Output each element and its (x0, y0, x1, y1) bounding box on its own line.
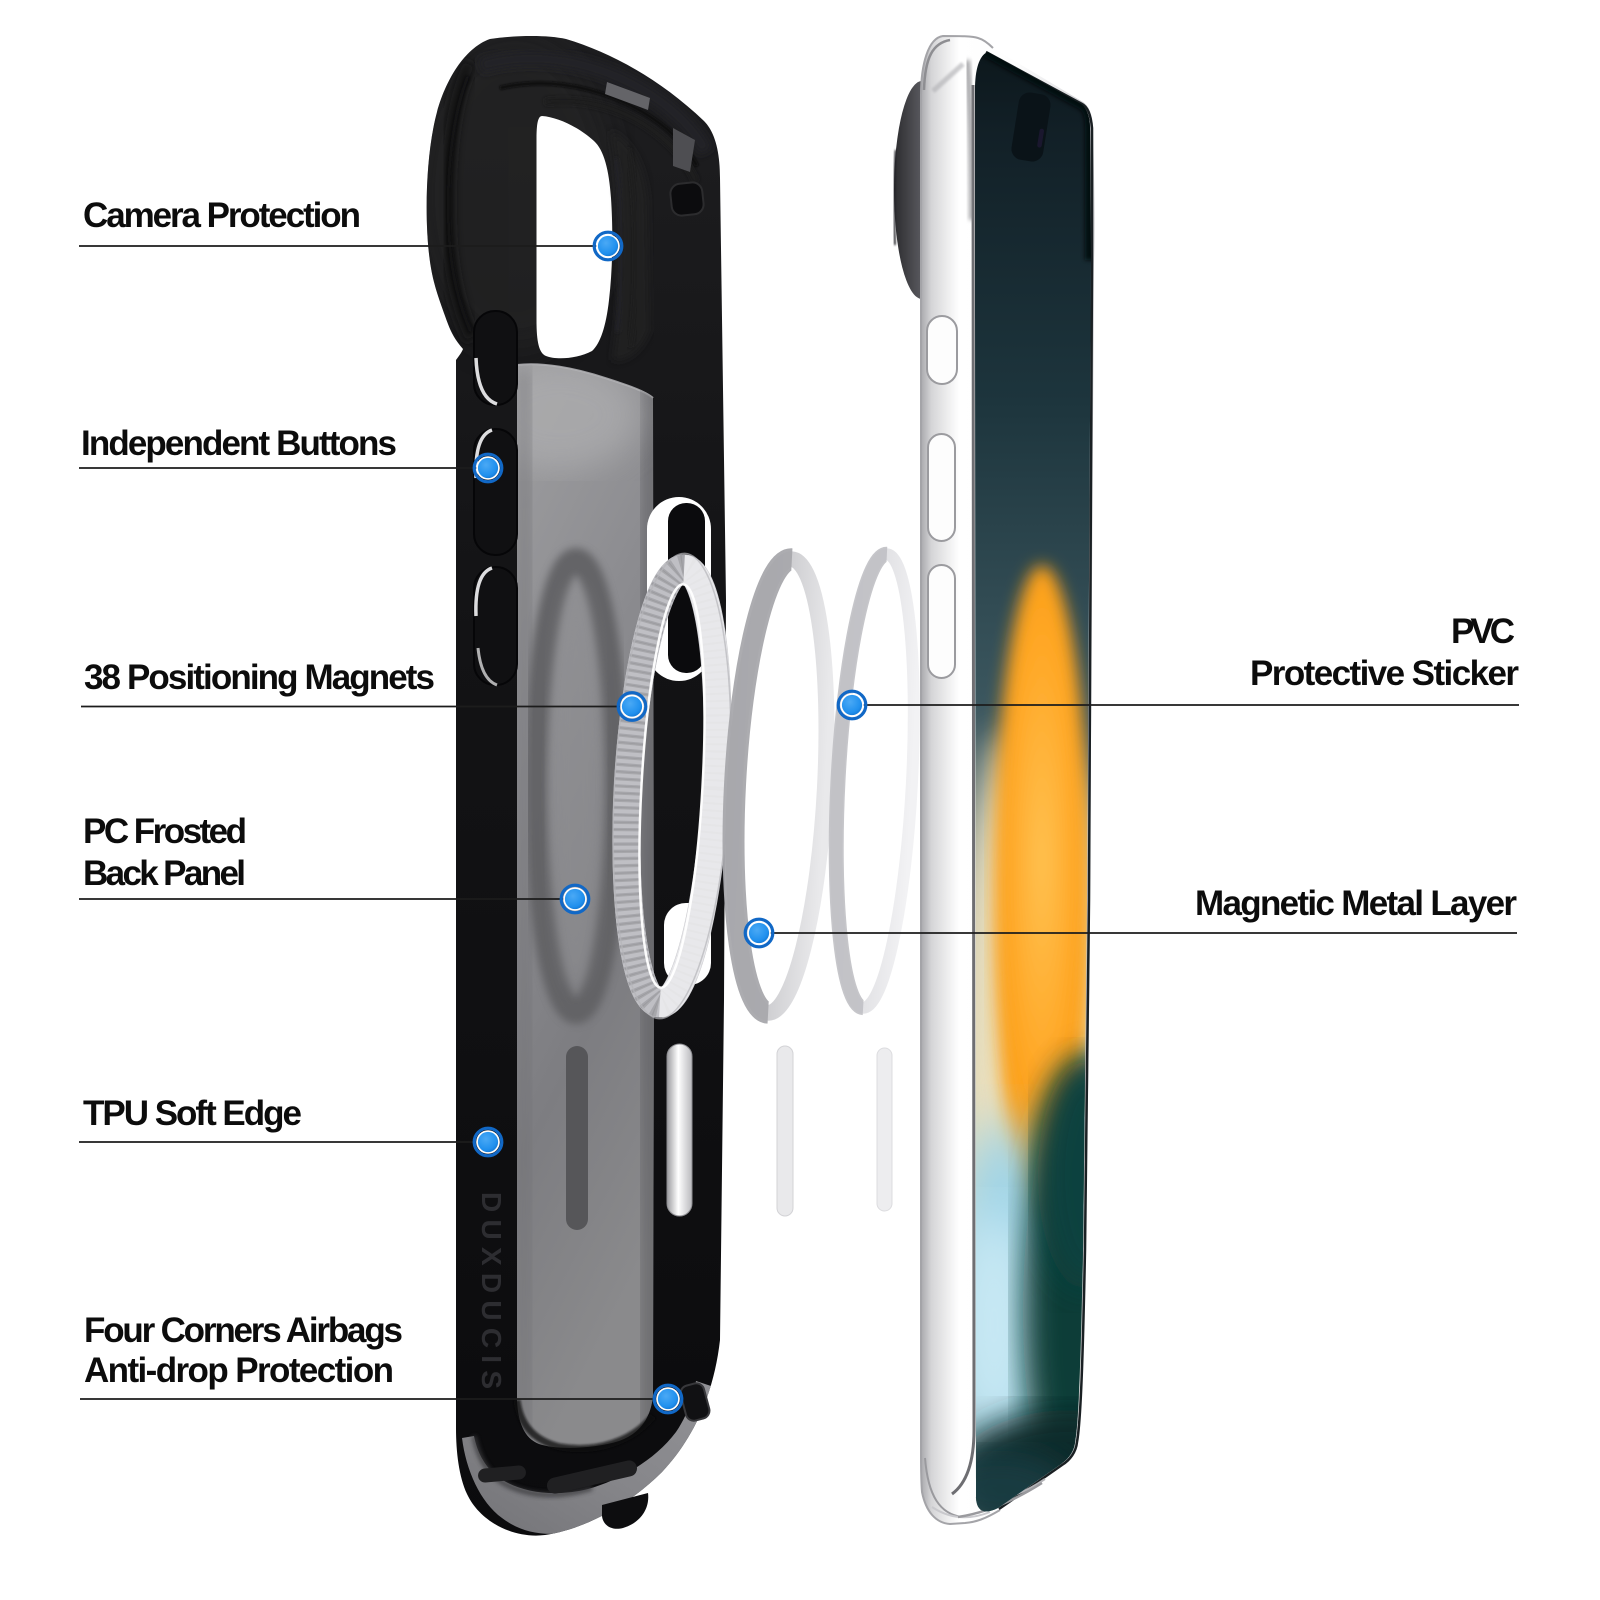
svg-text:Four Corners Airbags: Four Corners Airbags (84, 1311, 403, 1350)
svg-text:PC Frosted: PC Frosted (83, 812, 247, 851)
svg-text:Back Panel: Back Panel (83, 854, 246, 893)
svg-text:Anti-drop Protection: Anti-drop Protection (84, 1351, 394, 1390)
svg-text:38 Positioning Magnets: 38 Positioning Magnets (84, 658, 435, 697)
svg-text:Protective Sticker: Protective Sticker (1250, 654, 1519, 693)
svg-text:DUXDUCIS: DUXDUCIS (476, 1192, 507, 1392)
svg-text:TPU Soft Edge: TPU Soft Edge (83, 1094, 302, 1133)
svg-text:Camera Protection: Camera Protection (83, 196, 361, 235)
svg-text:Independent Buttons: Independent Buttons (81, 424, 397, 463)
svg-text:Magnetic Metal Layer: Magnetic Metal Layer (1195, 884, 1517, 923)
svg-text:PVC: PVC (1451, 612, 1515, 651)
